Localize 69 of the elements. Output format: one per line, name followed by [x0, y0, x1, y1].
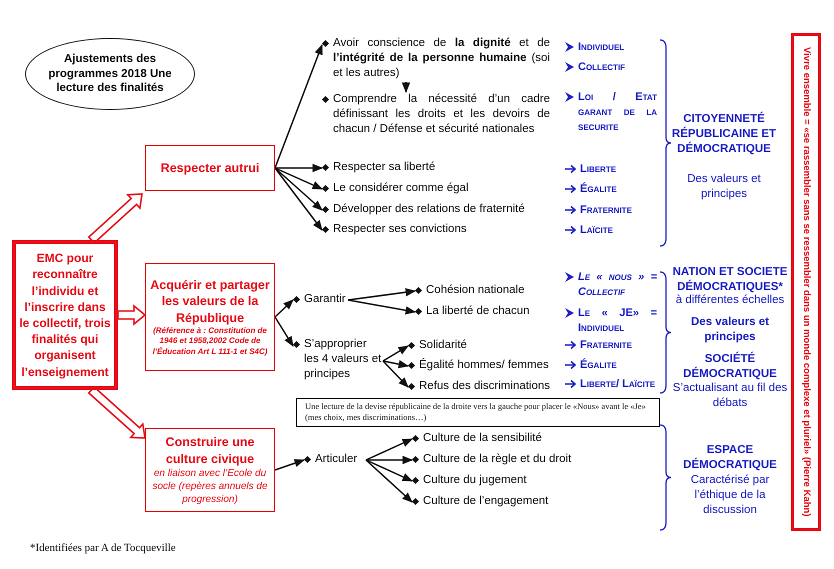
arrow: [274, 316, 294, 347]
value-label: Le « JE» = Individuel: [578, 306, 657, 336]
value-label: Individuel: [578, 40, 624, 55]
quote-box: Vivre ensemble = «se rassembler sans se ressembler dans un monde complexe et pluriel» (Pierre Kahn): [791, 33, 821, 531]
title-ellipse: Ajustements des programmes 2018 Une lecture des finalités: [25, 38, 195, 110]
process-box: Respecter autrui: [145, 145, 275, 191]
bullet-item: Respecter ses convictions: [322, 222, 550, 238]
arrow: [366, 438, 413, 461]
arrow: [274, 459, 305, 471]
value-label: Liberte/ Laïcite: [580, 377, 656, 392]
process-box: EMC pour reconnaître l’individu et l’inscrire dans le collectif, trois finalités qui organisent l’enseignement: [12, 240, 118, 390]
category-label: S’actualisant au fil des débats: [672, 381, 788, 411]
bullet-item: S’approprier les 4 valeurs et principes: [293, 337, 383, 385]
block-arrow: [117, 304, 146, 326]
category-label: Caractérisé par l’éthique de la discussion: [690, 473, 770, 518]
category-label: ESPACE DÉMOCRATIQUE: [682, 443, 778, 473]
bullet-item: Culture du jugement: [412, 473, 562, 489]
bullet-item: Comprendre la nécessité d’un cadre définissant les droits et les devoirs de chacun / Défense et sécurité nationales: [322, 92, 550, 138]
bullet-item: Avoir conscience de la dignité et de l’intégrité de la personne humaine (soi et les autres): [322, 36, 550, 82]
arrow: [366, 459, 413, 503]
bullet-item: Culture de l’engagement: [412, 494, 572, 510]
category-label: Des valeurs et principes: [686, 172, 762, 202]
arrow: [348, 288, 416, 301]
footnote: *Identifiées par A de Tocqueville: [30, 542, 177, 554]
bullet-item: Développer des relations de fraternité: [322, 202, 550, 218]
arrow: [348, 299, 416, 314]
bullet-item: Articuler: [304, 452, 366, 468]
arrow: [275, 164, 324, 172]
bullet-item: Respecter sa liberté: [322, 160, 550, 176]
bullet-item: Cohésion nationale: [415, 283, 545, 299]
arrow: [366, 456, 414, 464]
arrow: [382, 360, 410, 368]
category-label: Des valeurs et principes: [690, 315, 770, 345]
bullet-item: Le considérer comme égal: [322, 181, 550, 197]
value-label: Liberte: [580, 162, 616, 177]
box-heading: Construire une culture civique: [164, 434, 256, 467]
arrow: [274, 299, 294, 318]
bullet-item: Culture de la sensibilité: [412, 431, 582, 447]
box-heading: Acquérir et partager les valeurs de la République: [149, 277, 271, 326]
bullet-item: Garantir: [293, 292, 348, 308]
process-box: [145, 263, 275, 371]
arrow: [274, 167, 323, 211]
arrow: [382, 360, 409, 388]
value-label: Égalite: [580, 182, 617, 197]
arrow: [274, 167, 323, 190]
value-label: Le « nous » = Collectif: [578, 270, 657, 300]
box-subtext: en liaison avec l’Ecole du socle (repères annuels de progression): [151, 466, 269, 506]
note-box: Une lecture de la devise républicaine de la droite vers la gauche pour placer le «Nous» avant le «Je» (mes choix, mes discriminations…): [296, 398, 660, 427]
value-label: Fraternite: [580, 203, 632, 218]
category-label: SOCIÉTÉ DÉMOCRATIQUE: [682, 352, 778, 382]
bullet-item: Solidarité: [408, 338, 538, 354]
arrow: [402, 82, 410, 94]
process-box: [145, 428, 275, 512]
box-subtext: (Référence à : Constitution de 1946 et 1958,2002 Code de l’Éducation Art L 111-1 et S4C): [152, 326, 268, 357]
value-label: Fraternite: [580, 338, 632, 353]
bullet-item: Égalité hommes/ femmes: [408, 358, 560, 374]
category-label: CITOYENNETÉ RÉPUBLICAINE ET DÉMOCRATIQUE: [670, 112, 778, 157]
value-label: Collectif: [578, 60, 626, 75]
arrow: [366, 459, 413, 482]
arrow: [274, 44, 323, 168]
value-label: Égalite: [580, 358, 617, 373]
bullet-item: La liberté de chacun: [415, 304, 545, 320]
arrow: [382, 345, 409, 362]
bullet-item: Refus des discriminations: [408, 379, 560, 395]
bullet-item: Culture de la règle et du droit: [412, 452, 592, 468]
value-label: Loi / Etat garant de la securite: [578, 90, 657, 135]
value-label: Laïcite: [580, 223, 613, 238]
arrow: [274, 168, 323, 231]
category-label: à différentes échelles: [674, 293, 786, 308]
